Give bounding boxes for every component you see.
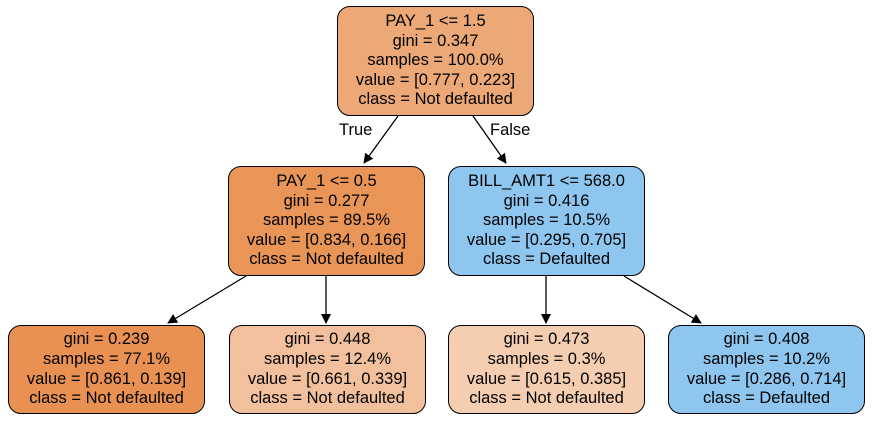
node-value: value = [0.777, 0.223] bbox=[355, 70, 516, 89]
node-class: class = Defaulted bbox=[482, 250, 611, 269]
edge-root-left bbox=[363, 115, 399, 164]
node-class: class = Defaulted bbox=[702, 389, 831, 408]
node-samples: samples = 0.3% bbox=[487, 349, 606, 368]
edge-label-true: True bbox=[339, 121, 373, 139]
node-class: class = Not defaulted bbox=[29, 389, 184, 408]
edge-label-false: False bbox=[490, 121, 531, 139]
tree-leaf-2: gini = 0.448 samples = 12.4% value = [0.… bbox=[229, 325, 426, 414]
node-value: value = [0.661, 0.339] bbox=[247, 369, 408, 388]
node-samples: samples = 10.5% bbox=[482, 211, 611, 230]
node-gini: gini = 0.473 bbox=[503, 330, 590, 349]
node-value: value = [0.295, 0.705] bbox=[466, 230, 627, 249]
tree-leaf-3: gini = 0.473 samples = 0.3% value = [0.6… bbox=[448, 325, 645, 414]
tree-leaf-1: gini = 0.239 samples = 77.1% value = [0.… bbox=[8, 325, 205, 414]
node-class: class = Not defaulted bbox=[358, 90, 513, 109]
node-samples: samples = 12.4% bbox=[263, 349, 392, 368]
tree-node-root: PAY_1 <= 1.5 gini = 0.347 samples = 100.… bbox=[337, 6, 534, 116]
node-value: value = [0.286, 0.714] bbox=[686, 369, 847, 388]
node-class: class = Not defaulted bbox=[250, 389, 405, 408]
node-samples: samples = 89.5% bbox=[262, 211, 391, 230]
tree-node-bill-amt1-split: BILL_AMT1 <= 568.0 gini = 0.416 samples … bbox=[448, 166, 645, 276]
node-class: class = Not defaulted bbox=[249, 250, 404, 269]
node-value: value = [0.834, 0.166] bbox=[246, 230, 407, 249]
node-gini: gini = 0.408 bbox=[723, 330, 810, 349]
node-gini: gini = 0.448 bbox=[284, 330, 371, 349]
edge-root-right bbox=[472, 115, 507, 164]
node-split: PAY_1 <= 0.5 bbox=[276, 172, 377, 191]
node-gini: gini = 0.277 bbox=[283, 191, 370, 210]
node-split: BILL_AMT1 <= 568.0 bbox=[468, 172, 625, 191]
edge-right-leaf4 bbox=[623, 275, 702, 324]
node-gini: gini = 0.239 bbox=[63, 330, 150, 349]
node-samples: samples = 77.1% bbox=[42, 349, 171, 368]
tree-node-pay1-split: PAY_1 <= 0.5 gini = 0.277 samples = 89.5… bbox=[228, 166, 425, 276]
node-value: value = [0.615, 0.385] bbox=[466, 369, 627, 388]
tree-leaf-4: gini = 0.408 samples = 10.2% value = [0.… bbox=[668, 325, 865, 414]
node-samples: samples = 10.2% bbox=[702, 349, 831, 368]
node-split: PAY_1 <= 1.5 bbox=[385, 12, 486, 31]
node-samples: samples = 100.0% bbox=[367, 51, 504, 70]
node-class: class = Not defaulted bbox=[469, 389, 624, 408]
node-gini: gini = 0.347 bbox=[392, 31, 479, 50]
edge-left-leaf1 bbox=[167, 275, 247, 324]
node-gini: gini = 0.416 bbox=[503, 191, 590, 210]
node-value: value = [0.861, 0.139] bbox=[26, 369, 187, 388]
